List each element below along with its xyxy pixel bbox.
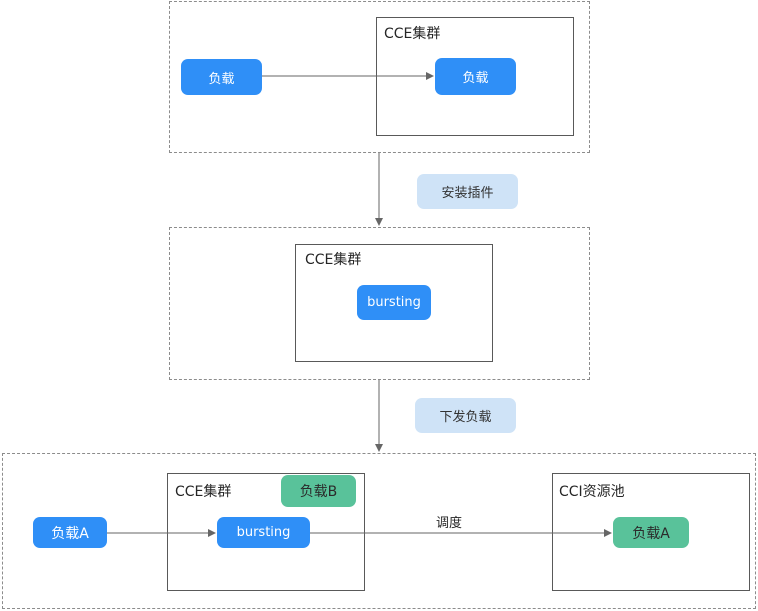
stage3-cluster-title: CCE集群 <box>175 484 232 500</box>
stage1-frame <box>169 1 590 153</box>
stage2-frame <box>169 227 590 380</box>
step-dispatch-workload: 下发负载 <box>415 398 516 433</box>
cci-pool-workload-a: 负载A <box>613 517 689 548</box>
stage3-frame <box>2 453 756 609</box>
stage1-cluster-workload: 负载 <box>435 58 516 95</box>
cci-pool-title: CCI资源池 <box>559 484 625 500</box>
schedule-label: 调度 <box>436 516 463 531</box>
stage1-cce-cluster <box>376 17 574 136</box>
step-install-addon: 安装插件 <box>417 174 518 209</box>
stage3-external-workload-a: 负载A <box>33 517 107 548</box>
stage1-cluster-title: CCE集群 <box>384 26 441 42</box>
stage3-workload-b: 负载B <box>281 475 356 507</box>
stage2-bursting-addon: bursting <box>357 285 431 320</box>
stage3-bursting-addon: bursting <box>217 517 310 548</box>
stage1-external-workload: 负载 <box>181 59 262 95</box>
stage2-cluster-title: CCE集群 <box>305 252 362 268</box>
